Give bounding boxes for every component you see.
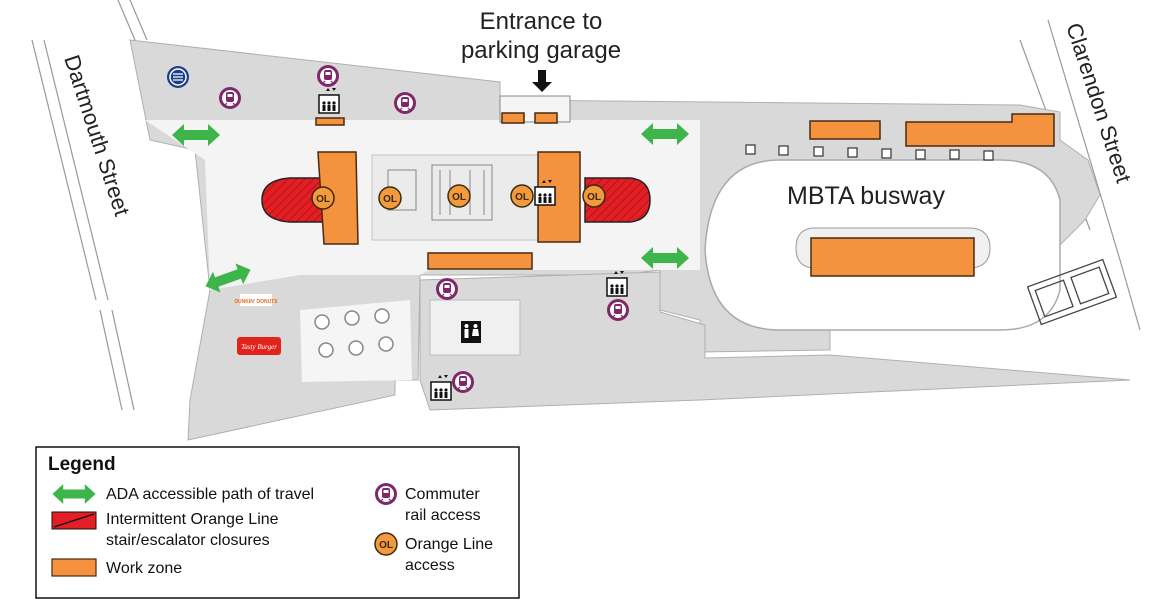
ol-marker: OL (510, 184, 534, 208)
legend-commuter-label-2: rail access (405, 507, 481, 524)
ol-marker: OL (311, 186, 335, 210)
commuter-rail-icon (451, 370, 475, 394)
svg-text:OL: OL (587, 192, 601, 203)
commuter-rail-icon (393, 91, 417, 115)
food-court-tables (314, 308, 394, 358)
ol-markers: OL OL OL OL OL (311, 184, 606, 210)
svg-text:OL: OL (452, 192, 466, 203)
svg-text:OL: OL (379, 540, 393, 551)
busway-label: MBTA busway (787, 182, 945, 210)
commuter-rail-icon (316, 64, 340, 88)
legend-orange-line-label-2: access (405, 557, 455, 574)
down-arrow-icon (532, 70, 552, 92)
tasty-burger-logo: Tasty Burger (237, 337, 281, 355)
svg-text:Tasty Burger: Tasty Burger (241, 343, 277, 351)
legend-closure-label-2: stair/escalator closures (106, 532, 270, 549)
commuter-rail-icon (606, 298, 630, 322)
legend-work-zone-swatch-icon (51, 558, 97, 577)
commuter-rail-icon (435, 277, 459, 301)
legend-orange-line-label-1: Orange Line (405, 536, 493, 553)
lower-plaza (419, 271, 1131, 411)
legend-ada-label: ADA accessible path of travel (106, 486, 314, 503)
legend-title: Legend (48, 454, 116, 475)
dartmouth-street-lines (31, 0, 148, 411)
svg-text:DUNKIN' DONUTS: DUNKIN' DONUTS (234, 299, 278, 305)
entrance-label-line2: parking garage (461, 37, 621, 64)
svg-text:OL: OL (316, 194, 330, 205)
legend-box (35, 446, 520, 599)
svg-text:OL: OL (515, 192, 529, 203)
restroom-icon (461, 321, 481, 343)
legend-closure-label-1: Intermittent Orange Line (106, 511, 279, 528)
legend-orange-line-icon: OL (374, 532, 398, 556)
mbta-logo-icon (167, 66, 189, 88)
bus-shelter (1026, 258, 1118, 326)
legend: Legend ADA accessible path of travel Int… (35, 446, 520, 599)
entrance-label-line1: Entrance to (480, 8, 603, 35)
ol-marker: OL (582, 184, 606, 208)
ol-marker: OL (378, 186, 402, 210)
columns-busway (745, 144, 994, 161)
dunkin-logo: DUNKIN' DONUTS (234, 294, 278, 306)
legend-work-zone-label: Work zone (106, 560, 182, 577)
dartmouth-street-label: Dartmouth Street (59, 52, 135, 219)
legend-commuter-rail-icon (374, 482, 398, 506)
ol-marker: OL (447, 184, 471, 208)
work-zones (315, 112, 1055, 277)
legend-commuter-label-1: Commuter (405, 486, 480, 503)
svg-text:OL: OL (383, 194, 397, 205)
legend-closure-swatch-icon (51, 511, 97, 530)
commuter-rail-icon (218, 86, 242, 110)
